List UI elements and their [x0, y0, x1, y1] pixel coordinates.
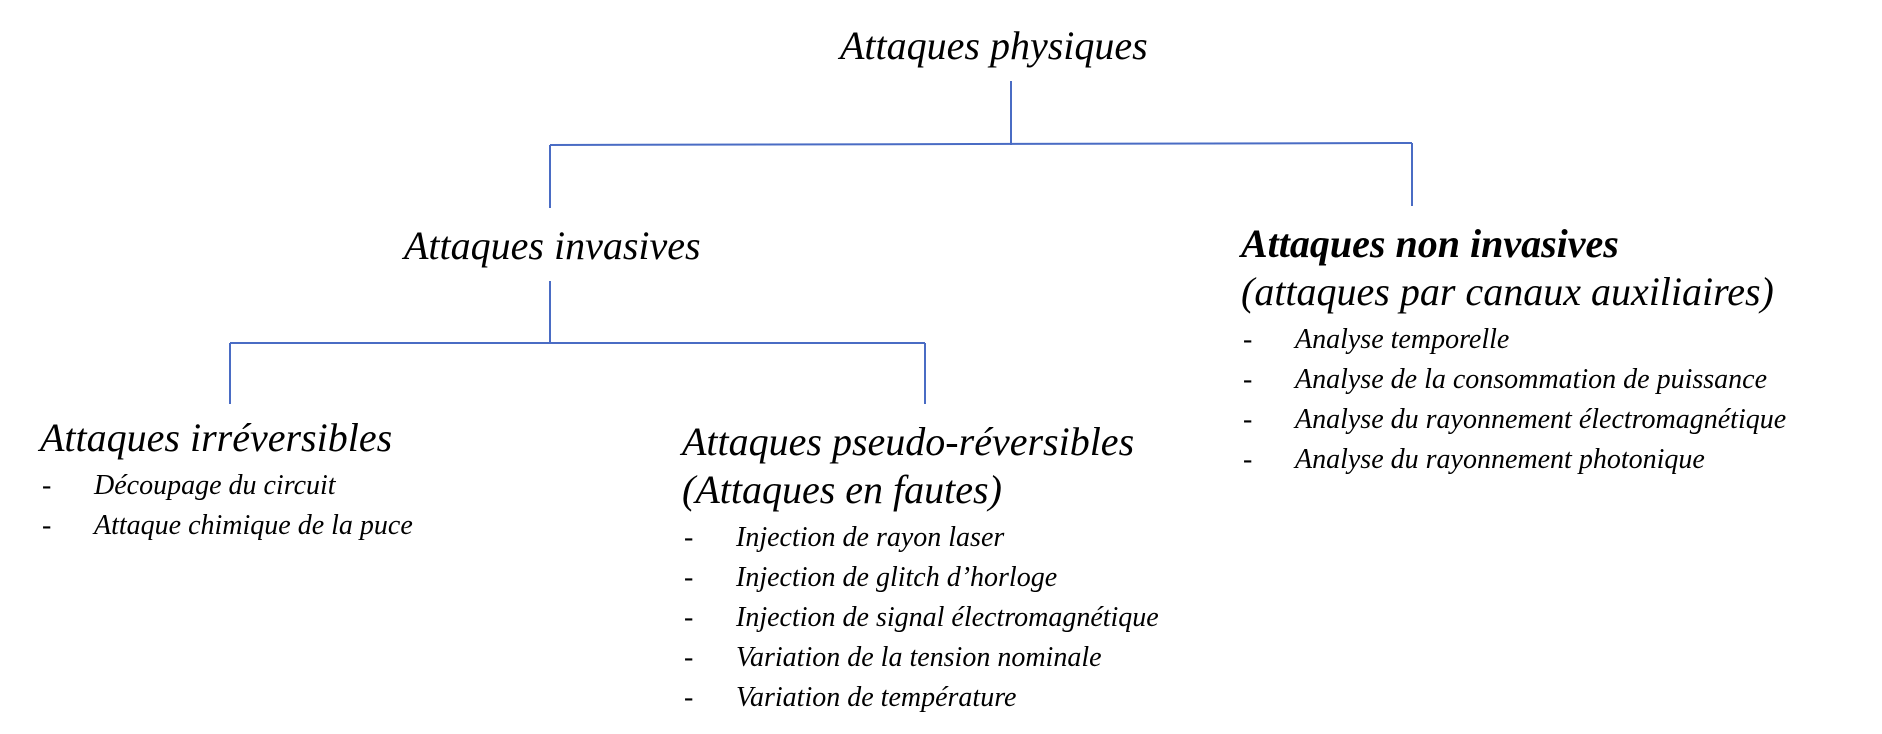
list-item-label: Variation de température [736, 682, 1017, 713]
list-item: - Injection de rayon laser [682, 518, 1159, 558]
list-item-label: Analyse du rayonnement électromagnétique [1295, 404, 1787, 435]
bullet-dash: - [684, 642, 694, 673]
bullet-dash: - [1243, 364, 1253, 395]
bullet-dash: - [1243, 324, 1253, 355]
list-item: - Analyse du rayonnement photonique [1241, 440, 1786, 480]
list-item: - Variation de température [682, 678, 1159, 718]
pseudo-reversible-node: Attaques pseudo-réversibles (Attaques en… [682, 418, 1159, 718]
list-item: - Attaque chimique de la puce [40, 506, 413, 546]
pseudo-reversible-subtitle: (Attaques en fautes) [682, 467, 1002, 512]
bullet-dash: - [684, 602, 694, 633]
list-item: - Découpage du circuit [40, 466, 413, 506]
non-invasive-node: Attaques non invasives (attaques par can… [1241, 220, 1786, 480]
invasive-title: Attaques invasives [404, 223, 701, 268]
list-item-label: Analyse temporelle [1295, 324, 1510, 355]
list-item-label: Injection de glitch d’horloge [736, 562, 1058, 593]
connector-root-bar [549, 142, 1413, 146]
invasive-node: Attaques invasives [404, 222, 701, 270]
pseudo-reversible-list: - Injection de rayon laser - Injection de … [682, 518, 1159, 718]
list-item-label: Injection de signal électromagnétique [736, 602, 1159, 633]
irreversible-list: - Découpage du circuit - Attaque chimique … [40, 466, 413, 546]
bullet-dash: - [1243, 444, 1253, 475]
pseudo-reversible-title: Attaques pseudo-réversibles [682, 419, 1135, 464]
bullet-dash: - [684, 562, 694, 593]
bullet-dash: - [42, 510, 52, 541]
non-invasive-subtitle: (attaques par canaux auxiliaires) [1241, 269, 1774, 314]
non-invasive-title: Attaques non invasives [1241, 221, 1619, 266]
list-item: - Injection de signal électromagnétique [682, 598, 1159, 638]
list-item-label: Variation de la tension nominale [736, 642, 1102, 673]
root-title: Attaques physiques [840, 23, 1148, 68]
list-item: - Analyse temporelle [1241, 320, 1786, 360]
list-item-label: Découpage du circuit [94, 470, 336, 501]
bullet-dash: - [1243, 404, 1253, 435]
list-item: - Analyse de la consommation de puissance [1241, 360, 1786, 400]
bullet-dash: - [42, 470, 52, 501]
irreversible-node: Attaques irréversibles - Découpage du cir… [40, 414, 413, 546]
list-item-label: Analyse du rayonnement photonique [1295, 444, 1705, 475]
list-item-label: Injection de rayon laser [736, 522, 1005, 553]
irreversible-title: Attaques irréversibles [40, 415, 393, 460]
bullet-dash: - [684, 522, 694, 553]
list-item: - Injection de glitch d’horloge [682, 558, 1159, 598]
list-item-label: Attaque chimique de la puce [94, 510, 413, 541]
non-invasive-list: - Analyse temporelle - Analyse de la conso… [1241, 320, 1786, 480]
list-item-label: Analyse de la consommation de puissance [1295, 364, 1768, 395]
list-item: - Analyse du rayonnement électromagnétiqu… [1241, 400, 1786, 440]
list-item: - Variation de la tension nominale [682, 638, 1159, 678]
bullet-dash: - [684, 682, 694, 713]
root-node: Attaques physiques [840, 22, 1148, 70]
